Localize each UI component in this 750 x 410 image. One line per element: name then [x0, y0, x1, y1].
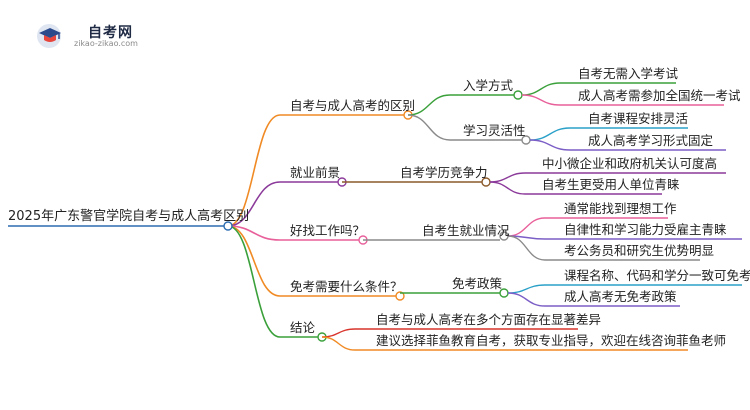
- brand-name: 自考网: [88, 25, 133, 41]
- root-node: [223, 221, 233, 231]
- leaf-connector: [529, 139, 726, 151]
- leaf-connector: [521, 94, 724, 106]
- sub-exemption-policy: 免考政策: [452, 276, 503, 291]
- leaf-flexible-schedule: 自考课程安排灵活: [588, 111, 689, 126]
- brand-url: zikao-zikao.com: [74, 39, 138, 48]
- branch-connector: [227, 225, 281, 297]
- leaf-ideal-job: 通常能找到理想工作: [564, 201, 677, 216]
- branch-node: [395, 291, 405, 301]
- leaf-no-entrance-exam: 自考无需入学考试: [578, 66, 679, 81]
- sub-node: [513, 90, 523, 100]
- leaf-exemption-criteria: 课程名称、代码和学分一致可免考: [564, 268, 750, 283]
- sub-competitiveness: 自考学历竞争力: [400, 165, 488, 180]
- sub-employment-status: 自考生就业情况: [422, 223, 510, 238]
- branch-connector: [227, 225, 281, 241]
- root-topic: 2025年广东警官学院自考与成人高考区别: [8, 209, 250, 224]
- leaf-national-exam: 成人高考需参加全国统一考试: [578, 88, 741, 103]
- branch-connector: [227, 181, 281, 227]
- leaf-no-exemption: 成人高考无免考政策: [564, 289, 677, 304]
- branch-connector: [227, 225, 281, 338]
- leaf-connector: [507, 235, 700, 261]
- leaf-connector: [529, 127, 688, 141]
- branch-exemption-conditions: 免考需要什么条件？: [290, 279, 403, 294]
- graduation-cap-icon: [37, 24, 61, 48]
- leaf-significant-differences: 自考与成人高考在多个方面存在显著差异: [376, 312, 602, 327]
- branch-difference: 自考与成人高考的区别: [290, 98, 416, 113]
- leaf-recommendation: 建议选择菲鱼教育自考，获取专业指导，欢迎在线咨询菲鱼老师: [376, 333, 727, 348]
- leaf-self-discipline: 自律性和学习能力受雇主青睐: [564, 222, 727, 237]
- sub-flexibility: 学习灵活性: [463, 123, 526, 138]
- branch-employment-prospects: 就业前景: [290, 165, 341, 180]
- leaf-recognition: 中小微企业和政府机关认可度高: [542, 156, 718, 171]
- leaf-civil-service: 考公务员和研究生优势明显: [564, 243, 715, 258]
- leaf-employer-favor: 自考生更受用人单位青睐: [542, 177, 680, 192]
- sub-connector: [407, 114, 522, 141]
- leaf-connector: [507, 217, 668, 237]
- leaf-connector: [521, 82, 676, 96]
- site-logo[interactable]: 自考网 zikao-zikao.com: [34, 20, 154, 50]
- sub-admission-method: 入学方式: [463, 78, 514, 93]
- sub-connector: [407, 94, 514, 116]
- leaf-connector: [489, 181, 662, 195]
- branch-conclusion: 结论: [290, 320, 316, 335]
- branch-connector: [227, 114, 281, 227]
- leaf-connector: [507, 292, 680, 307]
- leaf-fixed-format: 成人高考学习形式固定: [588, 133, 714, 148]
- leaf-connector: [321, 336, 688, 351]
- branch-job-finding: 好找工作吗？: [290, 223, 366, 238]
